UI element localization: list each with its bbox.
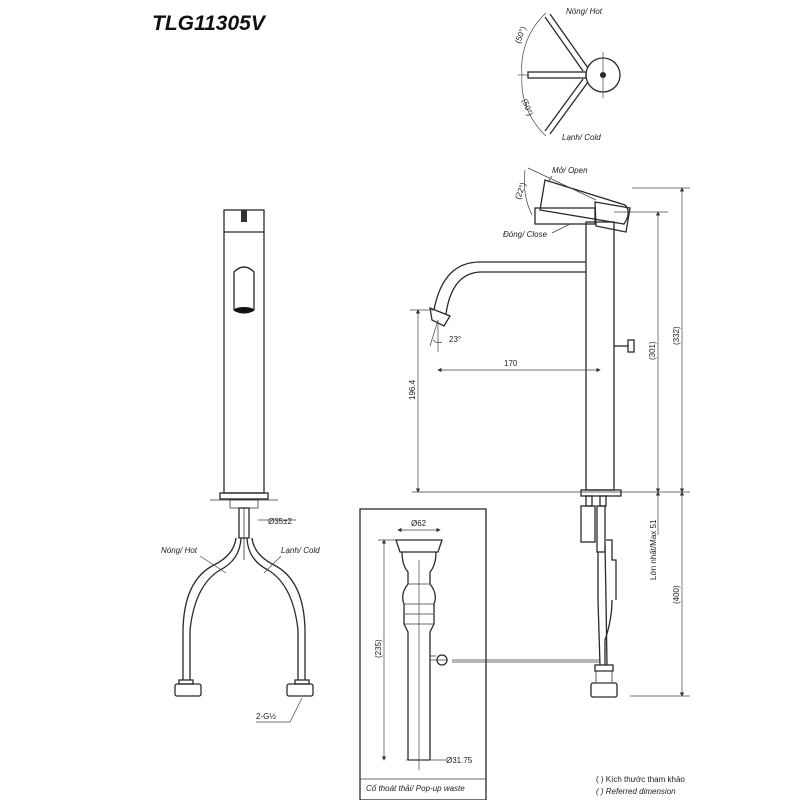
legend-line-en: ( ) Referred dimension (596, 787, 676, 796)
below-deck-label: (400) (672, 585, 681, 604)
angle-top-label: (50°) (513, 25, 528, 45)
spout-height-label: 196.4 (408, 379, 417, 400)
connection-size-label: 2-G½ (256, 712, 276, 721)
side-view: (22°) Mở/ Open Đóng/ Close 23° 170 196.4… (408, 166, 690, 698)
hot-direction-label: Nóng/ Hot (566, 7, 603, 16)
waste-length-label: (235) (374, 639, 383, 658)
close-label: Đóng/ Close (503, 230, 548, 239)
body-height-label: (301) (648, 341, 657, 360)
waste-bottom-dia-label: Ø31.75 (446, 756, 473, 765)
hole-diameter-label: Ø35±2 (268, 517, 293, 526)
front-cold-label: Lạnh/ Cold (281, 546, 320, 555)
reach-dim-label: 170 (504, 359, 518, 368)
legend-line-vi: ( ) Kích thước tham khảo (596, 775, 685, 784)
pop-up-waste-view: Ø62 Ø31.75 (235) Cổ thoát thải/ Pop-up w… (359, 508, 487, 800)
dimension-legend: ( ) Kích thước tham khảo ( ) Referred di… (596, 775, 685, 796)
open-label: Mở/ Open (552, 166, 588, 175)
cold-direction-label: Lạnh/ Cold (562, 133, 601, 142)
model-title: TLG11305V (152, 12, 267, 35)
angle-bottom-label: (50°) (520, 98, 535, 118)
front-view: Ø35±2 Nóng/ Hot Lạnh/ Cold 2-G½ (161, 209, 320, 723)
max-deck-label: Lớn nhất/Max 51 (649, 519, 658, 580)
front-hot-label: Nóng/ Hot (161, 546, 198, 555)
total-height-label: (332) (672, 326, 681, 345)
spout-angle-label: 23° (449, 335, 461, 344)
waste-top-dia-label: Ø62 (411, 519, 427, 528)
handle-rotation-view: (50°) (50°) Nóng/ Hot Lạnh/ Cold (513, 7, 621, 142)
waste-caption: Cổ thoát thải/ Pop-up waste (366, 784, 465, 793)
